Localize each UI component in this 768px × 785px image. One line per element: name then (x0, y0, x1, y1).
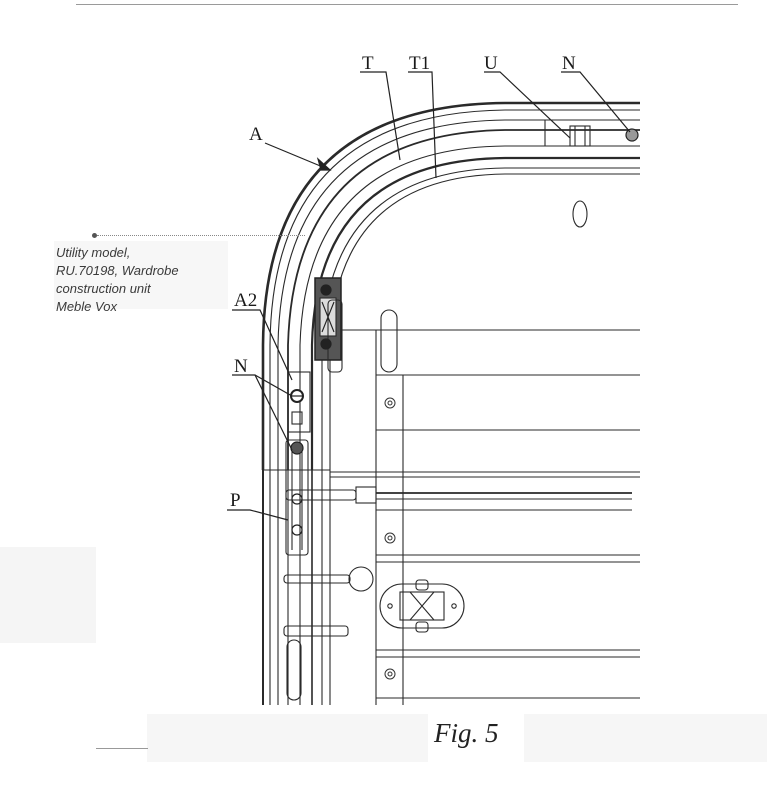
annotation-dot (92, 233, 97, 238)
label-N-left: N (234, 356, 248, 377)
label-A2: A2 (234, 290, 257, 311)
annotation-leader (97, 235, 305, 236)
annotation-text: Utility model, RU.70198, Wardrobe constr… (56, 245, 179, 314)
annotation-box (54, 241, 228, 309)
figure-caption: Fig. 5 (434, 718, 499, 748)
caption-background (428, 714, 524, 762)
header-rule (76, 4, 738, 5)
label-T: T (362, 53, 374, 74)
profile-line-2 (277, 119, 640, 470)
label-N-top: N (562, 53, 576, 74)
profile-line-3 (287, 129, 640, 470)
label-A: A (249, 124, 263, 145)
inner-track-line (310, 156, 640, 470)
caption-rule (96, 748, 148, 749)
inner-track-outer (299, 145, 640, 470)
label-P: P (230, 490, 241, 511)
side-placeholder-box (0, 547, 96, 643)
inner-track-inner (321, 167, 640, 470)
label-T1: T1 (409, 53, 430, 74)
label-U: U (484, 53, 498, 74)
